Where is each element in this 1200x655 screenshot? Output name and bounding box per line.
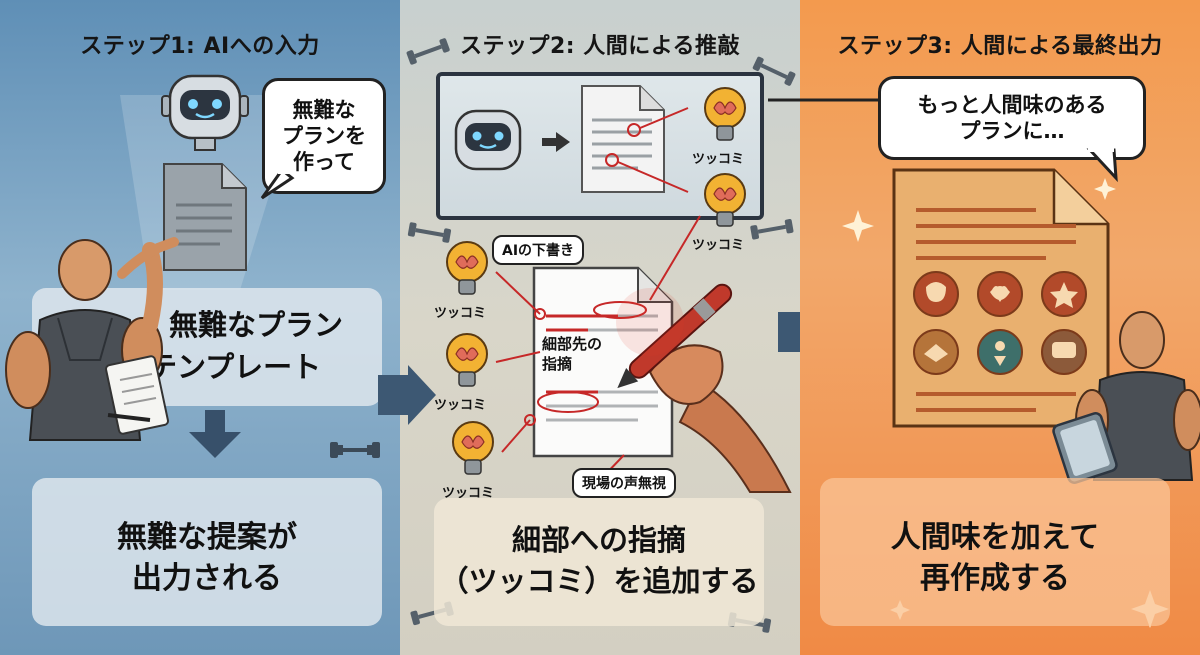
- bubble1-line1: 無難な: [292, 97, 356, 122]
- robot-icon: [161, 74, 249, 151]
- trainer-figure: [5, 239, 169, 441]
- draft-document-icon: [532, 266, 674, 458]
- tsukkomi-label-1: ツッコミ: [692, 152, 745, 167]
- annotation-lines: [495, 215, 701, 481]
- step2-panel: ステップ2: 人間による推敲: [400, 0, 800, 655]
- arrow-step1-to-step2: [378, 365, 436, 425]
- step2-title: ステップ2: 人間による推敲: [459, 34, 741, 59]
- step1-result-line2: 出力される: [132, 560, 282, 596]
- ai-draft-tag: AIの下書き: [492, 235, 585, 265]
- tsukkomi-label-3: ツッコミ: [434, 306, 487, 321]
- detail-line2: 指摘: [542, 354, 573, 373]
- step2-result-card: [434, 498, 764, 626]
- step2-result-line1: 細部への指摘: [511, 523, 686, 557]
- right-arrow-small-icon: [542, 132, 570, 152]
- template-text: ・無難なプラン テンプレート: [140, 304, 390, 388]
- step3-title: ステップ3: 人間による最終出力: [837, 34, 1163, 59]
- step1-result-line1: 無難な提案が: [117, 520, 297, 555]
- step3-result-line1: 人間味を加えて: [890, 520, 1100, 555]
- pointing-hand-icon: [117, 237, 179, 279]
- dumbbell-icon: [330, 442, 380, 458]
- pen-hand-icon: [616, 283, 792, 493]
- step1-result-card: [32, 478, 382, 626]
- step3-panel: ステップ3: 人間による最終出力 もっと人間味のある プランに…: [768, 0, 1200, 655]
- bubble3-tail: [1086, 146, 1118, 183]
- bubble1-line3: 作って: [293, 150, 355, 175]
- step3-result-card: [820, 478, 1170, 626]
- lightbulb-icon: [446, 241, 488, 295]
- ignored-voice-tag: 現場の声無視: [572, 468, 676, 498]
- lightbulb-icon: [704, 87, 746, 141]
- step1-panel: ステップ1: AIへの入力 無難な プランを 作って: [0, 0, 400, 655]
- lightbulb-icon: [446, 333, 488, 387]
- step2-result-line2: （ツッコミ）を追加する: [439, 563, 759, 598]
- bubble1-line2: プランを: [282, 123, 366, 148]
- template-line2: テンプレート: [148, 350, 322, 385]
- detail-note: 細部先の 指摘: [542, 335, 602, 374]
- bubble3-line1: もっと人間味のある: [917, 92, 1107, 117]
- bubble1-tail: [260, 166, 296, 200]
- document-icon: [163, 163, 247, 271]
- tsukkomi-label-2: ツッコミ: [692, 238, 745, 253]
- tsukkomi-label-4: ツッコミ: [434, 398, 487, 413]
- final-document-icon: [892, 168, 1110, 428]
- monitor-document-icon: [581, 85, 689, 193]
- step3-result-text: 人間味を加えて 再作成する: [820, 518, 1170, 599]
- connector-line: [768, 98, 878, 102]
- template-line1: ・無難なプラン: [140, 308, 344, 342]
- bubble3-line2: プランに…: [959, 119, 1065, 143]
- down-arrow-icon: [189, 410, 241, 458]
- lightbulb-icon: [452, 421, 494, 475]
- step1-title: ステップ1: AIへの入力: [80, 34, 320, 59]
- robot-icon-small: [454, 109, 522, 171]
- step2-result-text: 細部への指摘 （ツッコミ）を追加する: [434, 520, 764, 601]
- detail-line1: 細部先の: [542, 335, 603, 353]
- tsukkomi-label-5: ツッコミ: [442, 486, 495, 501]
- lightbulb-icon: [704, 173, 746, 227]
- step1-result-text: 無難な提案が 出力される: [32, 518, 382, 599]
- trainer-with-tablet: [1052, 311, 1200, 484]
- step3-result-line2: 再作成する: [920, 560, 1070, 596]
